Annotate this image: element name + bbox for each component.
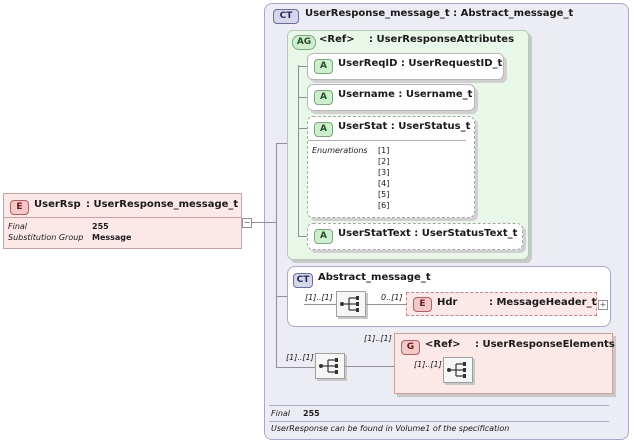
hdr-name: Hdr: [437, 297, 458, 308]
expand-hdr-icon[interactable]: +: [598, 300, 608, 310]
enumeration-item: [2]: [378, 157, 390, 166]
collapse-toggle-icon[interactable]: −: [242, 218, 252, 228]
sequence-cardinality: [1]..[1]: [305, 293, 333, 302]
root-element-userrsp[interactable]: E UserRsp : UserResponse_message_t Final…: [3, 193, 242, 249]
attribute-label: UserStatText : UserStatusText_t: [338, 228, 518, 239]
outer-sequence-cardinality: [1]..[1]: [286, 353, 314, 362]
sequence-compositor-icon[interactable]: [315, 353, 345, 379]
group-badge: G: [401, 340, 420, 355]
attribute-userreqid[interactable]: A UserReqID : UserRequestID_t: [307, 53, 504, 80]
complex-type-badge: CT: [293, 273, 313, 288]
prop-final-key: Final: [8, 222, 28, 231]
attribute-badge: A: [314, 229, 333, 244]
attribute-userstattext[interactable]: A UserStatText : UserStatusText_t: [307, 223, 523, 250]
root-element-name: UserRsp: [34, 199, 81, 210]
group-inner-cardinality: [1]..[1]: [414, 360, 442, 369]
group-name: : UserResponseElements: [475, 339, 615, 350]
hdr-type: : MessageHeader_t: [489, 297, 597, 308]
enumerations-label: Enumerations: [312, 146, 368, 155]
enumeration-item: [1]: [378, 146, 390, 155]
attribute-label: Username : Username_t: [338, 89, 473, 100]
abstract-type-title: Abstract_message_t: [318, 272, 431, 283]
attribute-userstat[interactable]: A UserStat : UserStatus_t Enumerations […: [307, 116, 475, 218]
sequence-compositor-icon[interactable]: [443, 357, 473, 383]
attribute-label: UserStat : UserStatus_t: [338, 121, 471, 132]
attribute-group-badge: AG: [292, 35, 316, 50]
attribute-group-name: : UserResponseAttributes: [369, 34, 515, 45]
attribute-badge: A: [314, 122, 333, 137]
group-cardinality: [1]..[1]: [364, 334, 392, 343]
attribute-badge: A: [314, 59, 333, 74]
prop-subgroup-key: Substitution Group: [8, 233, 84, 242]
attribute-badge: A: [314, 90, 333, 105]
prop-final-value: 255: [92, 222, 109, 231]
group-ref: <Ref>: [425, 339, 461, 350]
footer-final-key: Final: [271, 409, 291, 418]
attribute-group-ref: <Ref>: [319, 34, 355, 45]
attribute-username[interactable]: A Username : Username_t: [307, 84, 475, 111]
element-badge: E: [10, 200, 29, 215]
enumeration-item: [5]: [378, 190, 390, 199]
prop-subgroup-value: Message: [92, 233, 132, 242]
sequence-compositor-icon[interactable]: [336, 291, 366, 317]
footer-note: UserResponse can be found in Volume1 of …: [271, 424, 510, 433]
group-userresponseelements[interactable]: G <Ref> : UserResponseElements [1]..[1]: [394, 333, 615, 394]
footer-final-value: 255: [303, 409, 320, 418]
complex-type-title: UserResponse_message_t : Abstract_messag…: [305, 8, 574, 19]
hdr-cardinality: 0..[1]: [381, 293, 403, 302]
enumeration-item: [4]: [378, 179, 390, 188]
complex-type-badge: CT: [273, 9, 299, 24]
root-element-type: : UserResponse_message_t: [86, 199, 239, 210]
enumeration-item: [3]: [378, 168, 390, 177]
attribute-label: UserReqID : UserRequestID_t: [338, 58, 503, 69]
element-badge: E: [413, 297, 432, 312]
enumeration-item: [6]: [378, 201, 390, 210]
element-hdr[interactable]: E Hdr : MessageHeader_t: [406, 292, 597, 316]
